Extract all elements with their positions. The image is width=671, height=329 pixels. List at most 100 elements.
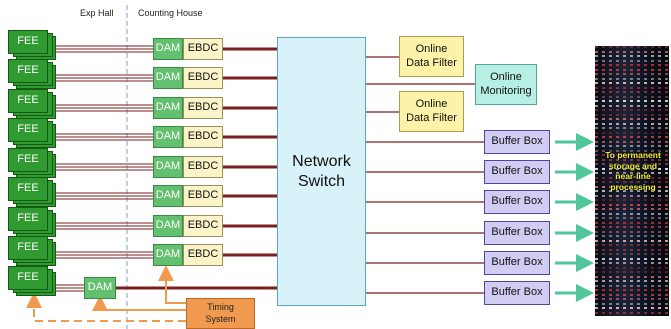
- server-rack-lights: [595, 257, 669, 260]
- buffer-box: Buffer Box: [484, 130, 550, 154]
- ebdc-box: EBDC: [183, 67, 223, 89]
- timing-system: Timing System: [186, 298, 255, 329]
- server-rack-lights: [595, 208, 669, 210]
- server-rack-lights: [595, 46, 669, 48]
- server-rack-lights: [595, 154, 669, 156]
- server-rack-lights: [595, 221, 669, 224]
- server-rack-lights: [595, 149, 669, 152]
- server-rack-lights: [595, 185, 669, 188]
- server-rack-lights: [595, 50, 669, 53]
- ebdc-box: EBDC: [183, 126, 223, 148]
- server-rack-lights: [595, 176, 669, 179]
- server-rack-lights: [595, 235, 669, 237]
- ebdc-box: EBDC: [183, 244, 223, 266]
- server-rack-lights: [595, 298, 669, 300]
- timing-system-label: Timing System: [205, 302, 236, 324]
- server-rack-lights: [595, 293, 669, 296]
- server-rack-lights: [595, 199, 669, 201]
- counting-house-label: Counting House: [138, 8, 203, 18]
- ebdc-box: EBDC: [183, 215, 223, 237]
- ebdc-box: EBDC: [183, 97, 223, 119]
- dam-box: DAM: [153, 97, 183, 119]
- server-rack-lights: [595, 127, 669, 129]
- server-rack-lights: [595, 212, 669, 215]
- server-rack-lights: [595, 248, 669, 251]
- server-rack-lights: [595, 266, 669, 269]
- online-monitoring: Online Monitoring: [475, 64, 537, 105]
- server-rack-lights: [595, 284, 669, 287]
- server-rack-lights: [595, 140, 669, 143]
- server-rack-lights: [595, 280, 669, 282]
- online-data-filter-1: Online Data Filter: [399, 36, 464, 77]
- fee-board: FEE: [8, 266, 48, 290]
- server-rack-lights: [595, 181, 669, 183]
- server-rack-lights: [595, 289, 669, 291]
- server-rack-lights: [595, 158, 669, 161]
- server-rack-lights: [595, 59, 669, 62]
- server-rack-lights: [595, 77, 669, 80]
- ebdc-box: EBDC: [183, 156, 223, 178]
- server-rack-lights: [595, 230, 669, 233]
- ebdc-box: EBDC: [183, 185, 223, 207]
- server-rack-lights: [595, 163, 669, 165]
- buffer-box: Buffer Box: [484, 251, 550, 275]
- dam-box: DAM: [153, 244, 183, 266]
- server-rack-lights: [595, 131, 669, 134]
- server-rack-lights: [595, 172, 669, 174]
- server-rack-lights: [595, 311, 669, 314]
- fee-board: FEE: [8, 236, 48, 260]
- network-switch-label: Network Switch: [292, 152, 351, 190]
- server-rack-lights: [595, 275, 669, 278]
- server-rack-lights: [595, 86, 669, 89]
- standalone-dam-box: DAM: [84, 277, 116, 299]
- server-rack-lights: [595, 167, 669, 170]
- server-rack-lights: [595, 64, 669, 66]
- server-rack-lights: [595, 190, 669, 192]
- server-rack-lights: [595, 307, 669, 309]
- fee-board: FEE: [8, 207, 48, 231]
- server-rack-lights: [595, 109, 669, 111]
- server-rack-lights: [595, 253, 669, 255]
- server-room-icon: [595, 46, 669, 316]
- server-rack-lights: [595, 145, 669, 147]
- server-rack-lights: [595, 226, 669, 228]
- exp-hall-label: Exp Hall: [80, 8, 114, 18]
- timing-arrow-dam: [92, 295, 186, 311]
- server-rack-lights: [595, 271, 669, 273]
- server-rack-lights: [595, 118, 669, 120]
- fee-board: FEE: [8, 148, 48, 172]
- server-rack-lights: [595, 113, 669, 116]
- ebdc-box: EBDC: [183, 38, 223, 60]
- server-rack-lights: [595, 136, 669, 138]
- server-rack-lights: [595, 244, 669, 246]
- online-data-filter-2-label: Online Data Filter: [406, 97, 457, 124]
- online-data-filter-2: Online Data Filter: [399, 91, 464, 132]
- dam-box: DAM: [153, 215, 183, 237]
- buffer-box: Buffer Box: [484, 221, 550, 245]
- server-rack-lights: [595, 55, 669, 57]
- dam-box: DAM: [153, 126, 183, 148]
- buffer-box: Buffer Box: [484, 281, 550, 305]
- server-rack-lights: [595, 122, 669, 125]
- server-rack-lights: [595, 239, 669, 242]
- timing-line: [165, 298, 186, 304]
- fee-board: FEE: [8, 177, 48, 201]
- server-rack-lights: [595, 68, 669, 71]
- server-rack-lights: [595, 73, 669, 75]
- fee-board: FEE: [8, 118, 48, 142]
- dam-box: DAM: [153, 38, 183, 60]
- network-switch: Network Switch: [277, 37, 366, 306]
- server-rack-lights: [595, 100, 669, 102]
- server-rack-lights: [595, 217, 669, 219]
- fee-board: FEE: [8, 30, 48, 54]
- server-rack-lights: [595, 194, 669, 197]
- online-data-filter-1-label: Online Data Filter: [406, 42, 457, 69]
- server-rack-lights: [595, 302, 669, 305]
- fee-board: FEE: [8, 89, 48, 113]
- fee-board: FEE: [8, 59, 48, 83]
- dam-box: DAM: [153, 156, 183, 178]
- server-rack-lights: [595, 104, 669, 107]
- buffer-box: Buffer Box: [484, 160, 550, 184]
- storage-destination-label: To permanent storage and near-line proce…: [605, 150, 661, 192]
